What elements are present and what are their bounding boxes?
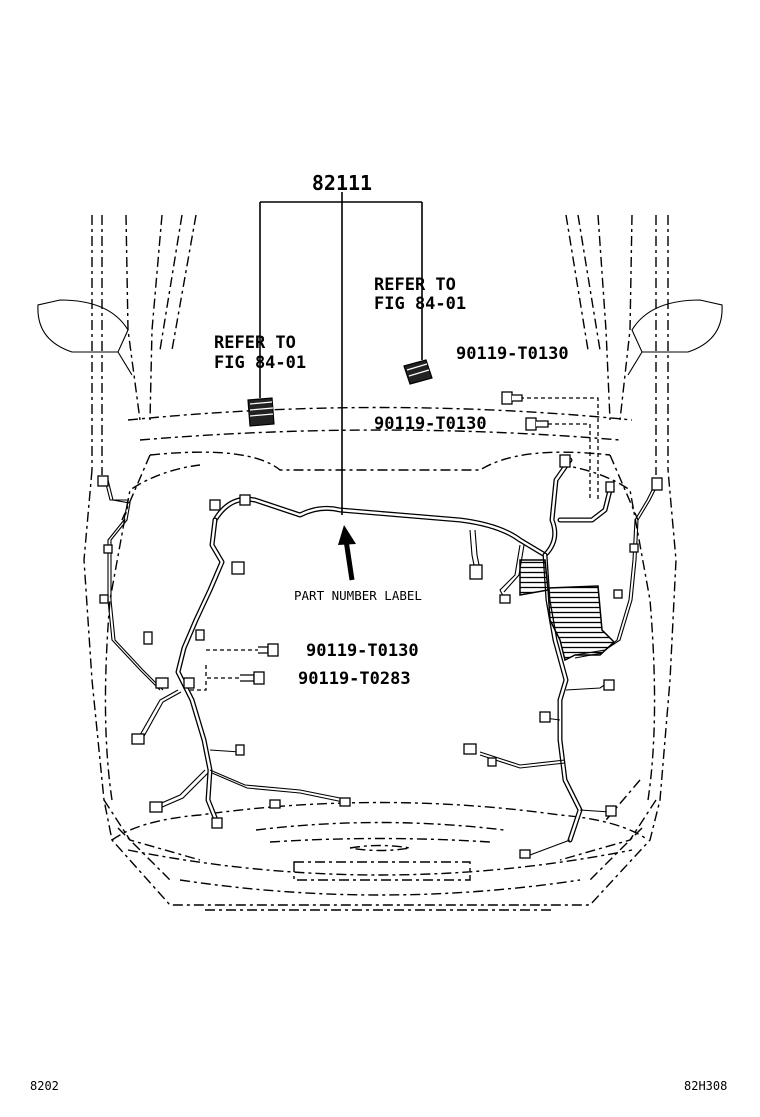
footer-right-code: 82H308 bbox=[684, 1079, 727, 1093]
refer-left-line1: REFER TO bbox=[214, 333, 296, 353]
bolt-icon bbox=[240, 671, 265, 685]
bolt-part-label: 90119-T0130 bbox=[456, 344, 569, 364]
bolt-icon bbox=[258, 643, 279, 657]
part-number-label-callout: PART NUMBER LABEL bbox=[294, 588, 422, 603]
refer-left-line2: FIG 84-01 bbox=[214, 353, 306, 373]
bolt-icon bbox=[525, 417, 549, 431]
wire-harness bbox=[97, 454, 663, 859]
bolt-part-label: 90119-T0283 bbox=[298, 669, 411, 689]
bolt-part-label: 90119-T0130 bbox=[306, 641, 419, 661]
refer-right-line2: FIG 84-01 bbox=[374, 294, 466, 314]
main-part-number: 82111 bbox=[312, 171, 372, 195]
refer-right-line1: REFER TO bbox=[374, 275, 456, 295]
clip-left-icon bbox=[247, 397, 275, 427]
bolt-part-label: 90119-T0130 bbox=[374, 414, 487, 434]
part-number-label-arrow bbox=[338, 525, 356, 581]
bolt-icon bbox=[501, 391, 523, 405]
leader-lines bbox=[190, 192, 599, 691]
clip-right-icon bbox=[403, 359, 433, 385]
footer-left-code: 8202 bbox=[30, 1079, 59, 1093]
vehicle-outline bbox=[37, 214, 723, 911]
